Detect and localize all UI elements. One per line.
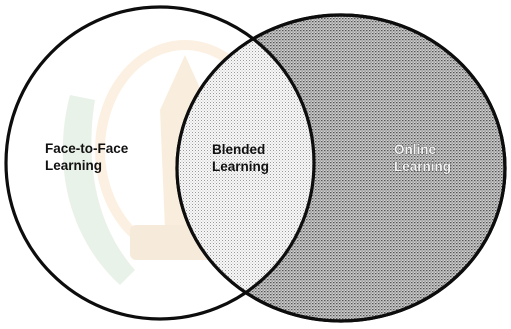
face-to-face-learning-label: Face-to-Face Learning bbox=[45, 141, 132, 173]
face-to-face-learning-set bbox=[4, 5, 316, 321]
online-line-2: Learning bbox=[394, 159, 451, 174]
blended-learning-overlap bbox=[177, 15, 314, 319]
online-learning-outline bbox=[175, 13, 507, 323]
watermark-wing-left bbox=[62, 95, 135, 285]
face-to-face-line-2: Learning bbox=[45, 158, 102, 173]
online-line-1: Online bbox=[394, 142, 436, 157]
blended-line-1: Blended bbox=[212, 142, 265, 157]
face-to-face-line-1: Face-to-Face bbox=[45, 141, 129, 156]
blended-line-2: Learning bbox=[212, 159, 269, 174]
online-learning-label: Online Learning bbox=[394, 142, 451, 174]
blended-learning-label: Blended Learning bbox=[212, 142, 269, 174]
